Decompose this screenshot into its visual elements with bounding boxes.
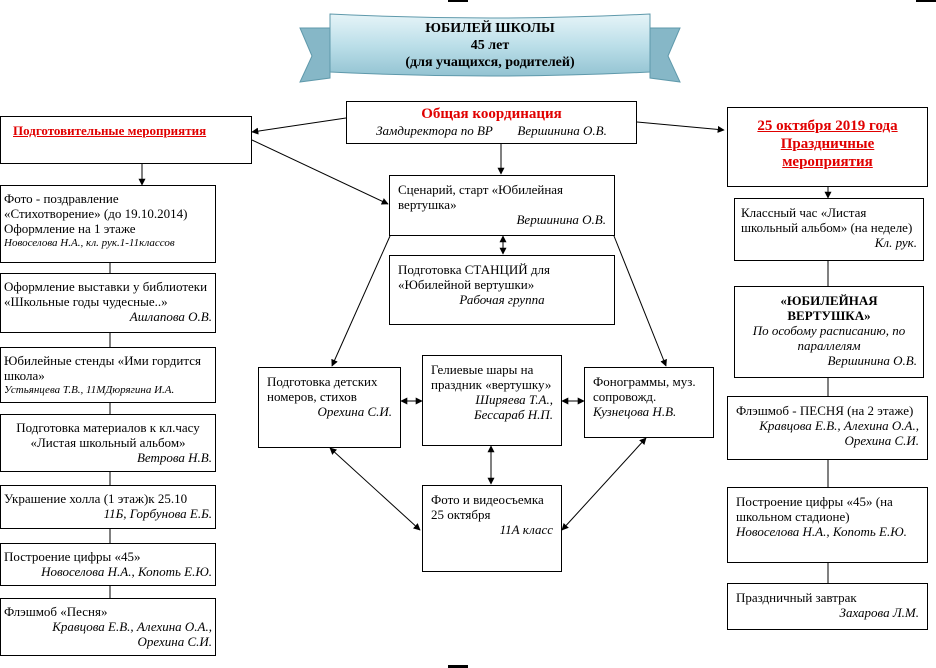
left-item-person: Ветрова Н.В. [136,450,212,465]
left-item-text: Украшение холла (1 этаж)к 25.10 [4,491,188,506]
left-item-person: Новоселова Н.А., кл. рук.1-11классов [4,237,175,249]
arrow-prep-to-scenario [251,139,389,205]
phonograms-text: Фонограммы, муз. сопровожд. [593,374,696,404]
left-item-text: Флэшмоб «Песня» [4,604,108,619]
festive-heading-box: 25 октября 2019 года Праздничные меропри… [727,107,928,187]
numbers-box: Подготовка детских номеров, стихов Орехи… [258,367,401,448]
right-item-class-hour: Классный час «Листая школьный альбом» (н… [734,198,924,261]
arrow-phonograms-photo [561,437,647,531]
page-mark-top-right [916,0,936,2]
banner: ЮБИЛЕЙ ШКОЛЫ 45 лет (для учащихся, родит… [330,20,650,71]
general-role: Замдиректора по ВР [376,123,493,138]
right-item-number-45: Построение цифры «45» (на школьном стади… [727,487,928,563]
right-item-schedule: По особому расписанию, по параллелям [752,323,906,353]
prep-heading-box: Подготовительные мероприятия [0,116,252,164]
banner-title: ЮБИЛЕЙ ШКОЛЫ [425,21,555,36]
stations-group: Рабочая группа [459,292,545,307]
banner-audience: (для учащихся, родителей) [405,55,575,70]
left-item-person: Устьянцева Т.В., 11МДюрягина И.А. [4,384,175,396]
page-mark-bottom [448,665,468,668]
general-coordination-box: Общая координация Замдиректора по ВР Вер… [346,101,637,144]
right-item-person: Новоселова Н.А., Копоть Е.Ю. [736,524,907,539]
page-mark-top [448,0,468,2]
right-item-text: Праздничный завтрак [736,590,857,605]
banner-ribbon [299,13,681,83]
prep-heading: Подготовительные мероприятия [13,123,207,138]
left-item-photo-greeting: Фото - поздравление «Стихотворение» (до … [0,185,216,263]
right-item-text: Флэшмоб - ПЕСНЯ (на 2 этаже) [736,403,914,418]
arrow-to-festive [636,121,725,133]
photo-text: Фото и видеосъемка 25 октября [431,492,544,522]
right-item-vertushka: «ЮБИЛЕЙНАЯ ВЕРТУШКА» По особому расписан… [734,286,924,378]
left-item-library-exhibition: Оформление выставки у библиотеки «Школьн… [0,273,216,333]
right-item-text: Классный час «Листая школьный альбом» (н… [741,205,913,235]
right-item-text: Построение цифры «45» (на школьном стади… [736,494,893,524]
phonograms-box: Фонограммы, муз. сопровожд. Кузнецова Н.… [584,367,714,438]
arrow-numbers-photo [329,447,421,531]
left-item-person: 11Б, Горбунова Е.Б. [103,506,212,521]
arrow-scenario-phonograms [613,235,667,367]
right-item-person: Кравцова Е.В., Алехина О.А., Орехина С.И… [759,418,919,448]
scenario-person: Вершинина О.В. [516,212,606,227]
right-item-title: «ЮБИЛЕЙНАЯ ВЕРТУШКА» [780,293,878,323]
numbers-person: Орехина С.И. [317,404,392,419]
scenario-box: Сценарий, старт «Юбилейная вертушка» Вер… [389,175,615,236]
numbers-text: Подготовка детских номеров, стихов [267,374,378,404]
left-item-text: Фото - поздравление «Стихотворение» (до … [4,191,188,236]
left-item-person: Ашлапова О.В. [129,309,212,324]
balloons-person-2: Бессараб Н.П. [473,407,553,422]
festive-date: 25 октября 2019 года [757,118,898,134]
photo-group: 11А класс [499,522,553,537]
right-item-person: Кл. рук. [874,235,917,250]
balloons-box: Гелиевые шары на праздник «вертушку» Шир… [422,355,562,446]
photo-box: Фото и видеосъемка 25 октября 11А класс [422,485,562,572]
left-item-number-45: Построение цифры «45» Новоселова Н.А., К… [0,543,216,586]
left-item-text: Юбилейные стенды «Ими гордится школа» [4,353,201,383]
phonograms-person: Кузнецова Н.В. [593,404,677,419]
left-item-hall-decoration: Украшение холла (1 этаж)к 25.10 11Б, Гор… [0,485,216,529]
right-item-breakfast: Праздничный завтрак Захарова Л.М. [727,583,928,630]
left-item-text: Оформление выставки у библиотеки «Школьн… [4,279,208,309]
left-item-anniversary-stands: Юбилейные стенды «Ими гордится школа» Ус… [0,347,216,403]
arrow-scenario-numbers [331,235,391,367]
balloons-text: Гелиевые шары на праздник «вертушку» [431,362,552,392]
balloons-person-1: Ширяева Т.А., [475,392,553,407]
left-item-class-hour-materials: Подготовка материалов к кл.часу «Листая … [0,414,216,472]
scenario-text: Сценарий, старт «Юбилейная вертушка» [398,182,564,212]
left-item-text: Подготовка материалов к кл.часу «Листая … [16,420,200,450]
left-item-text: Построение цифры «45» [4,549,141,564]
banner-years: 45 лет [470,38,510,53]
festive-title: Праздничные мероприятия [780,136,875,170]
stations-box: Подготовка СТАНЦИЙ для «Юбилейной вертуш… [389,255,615,325]
right-item-person: Вершинина О.В. [827,353,917,368]
stations-text: Подготовка СТАНЦИЙ для «Юбилейной вертуш… [398,262,550,292]
arrow-to-prep [251,117,347,135]
general-person: Вершинина О.В. [517,123,607,138]
right-item-person: Захарова Л.М. [839,605,919,620]
general-role-line: Замдиректора по ВР Вершинина О.В. [353,123,630,138]
general-title: Общая координация [421,106,562,122]
left-item-person: Кравцова Е.В., Алехина О.А., Орехина С.И… [52,619,212,649]
left-item-flashmob: Флэшмоб «Песня» Кравцова Е.В., Алехина О… [0,598,216,656]
right-item-flashmob: Флэшмоб - ПЕСНЯ (на 2 этаже) Кравцова Е.… [727,396,928,460]
left-item-person: Новоселова Н.А., Копоть Е.Ю. [41,564,212,579]
